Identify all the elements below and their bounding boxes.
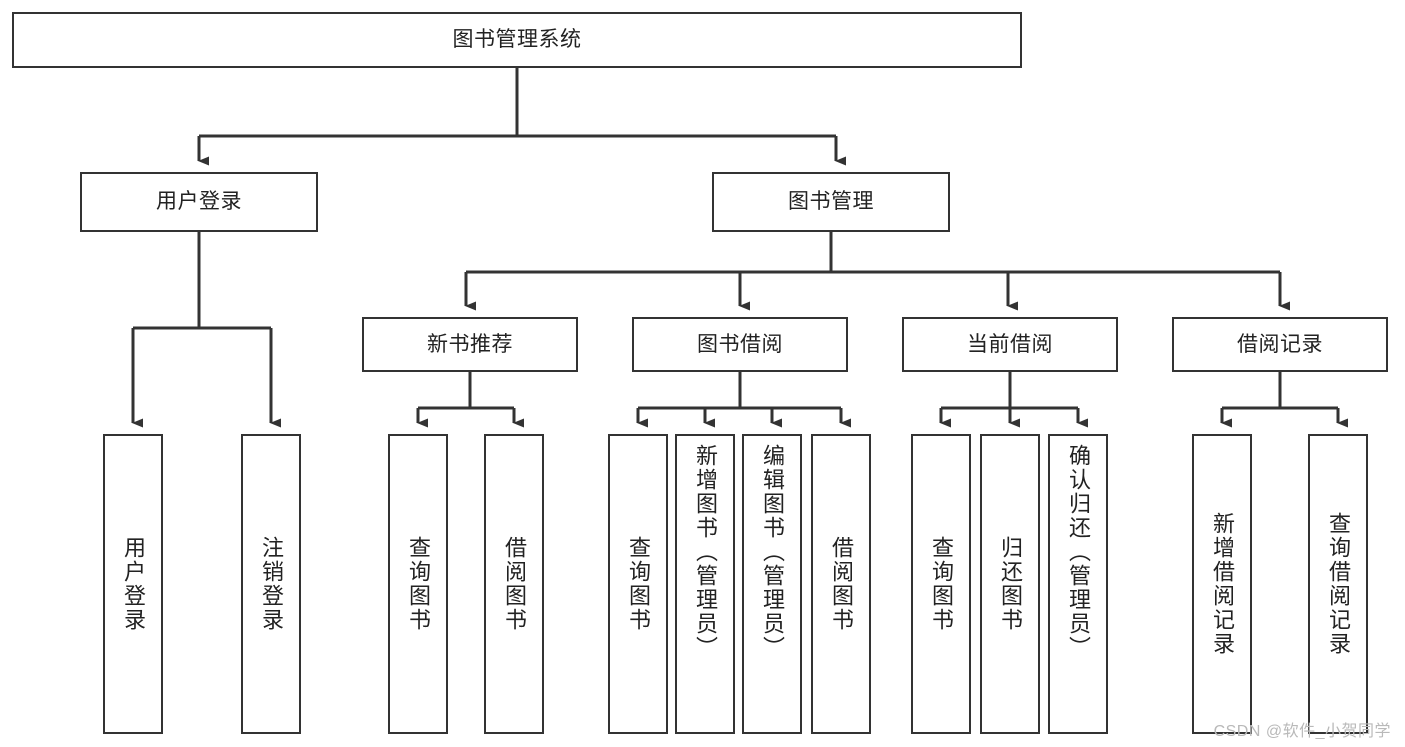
node-borrow-borrow-book[interactable]: 借阅图书 (811, 434, 871, 734)
node-borrow-query-book[interactable]: 查询图书 (608, 434, 668, 734)
node-current-borrow-label: 当前借阅 (967, 332, 1053, 356)
node-cur-confirm-return[interactable]: 确认归还（管理员） (1048, 434, 1108, 734)
node-cur-query-book-label: 查询图书 (929, 536, 954, 632)
node-book-management-branch[interactable]: 图书管理 (712, 172, 950, 232)
node-book-management-branch-label: 图书管理 (788, 190, 874, 214)
node-new-book-recommend-label: 新书推荐 (427, 332, 513, 356)
node-borrow-edit-book-label: 编辑图书（管理员） (760, 444, 785, 660)
node-cur-return-book-label: 归还图书 (998, 536, 1023, 632)
node-rec-add-record-label: 新增借阅记录 (1210, 512, 1235, 656)
node-user-login-leaf-label: 用户登录 (121, 536, 146, 632)
node-borrow-add-book[interactable]: 新增图书（管理员） (675, 434, 735, 734)
node-borrow-query-book-label: 查询图书 (626, 536, 651, 632)
node-borrow-borrow-book-label: 借阅图书 (829, 536, 854, 632)
node-rec-borrow-book[interactable]: 借阅图书 (484, 434, 544, 734)
node-cur-return-book[interactable]: 归还图书 (980, 434, 1040, 734)
node-borrow-edit-book[interactable]: 编辑图书（管理员） (742, 434, 802, 734)
node-rec-add-record[interactable]: 新增借阅记录 (1192, 434, 1252, 734)
node-new-book-recommend[interactable]: 新书推荐 (362, 317, 578, 372)
node-rec-query-record[interactable]: 查询借阅记录 (1308, 434, 1368, 734)
node-current-borrow[interactable]: 当前借阅 (902, 317, 1118, 372)
node-rec-borrow-book-label: 借阅图书 (502, 536, 527, 632)
node-borrow-add-book-label: 新增图书（管理员） (693, 444, 718, 660)
node-rec-query-record-label: 查询借阅记录 (1326, 512, 1351, 656)
node-borrow-record-label: 借阅记录 (1237, 332, 1323, 356)
node-cur-query-book[interactable]: 查询图书 (911, 434, 971, 734)
node-logout-leaf[interactable]: 注销登录 (241, 434, 301, 734)
node-book-borrow[interactable]: 图书借阅 (632, 317, 848, 372)
node-user-login-branch[interactable]: 用户登录 (80, 172, 318, 232)
node-cur-confirm-return-label: 确认归还（管理员） (1066, 444, 1091, 660)
node-borrow-record[interactable]: 借阅记录 (1172, 317, 1388, 372)
node-rec-query-book-label: 查询图书 (406, 536, 431, 632)
node-book-borrow-label: 图书借阅 (697, 332, 783, 356)
node-user-login-branch-label: 用户登录 (156, 190, 242, 214)
node-logout-leaf-label: 注销登录 (259, 536, 284, 632)
node-user-login-leaf[interactable]: 用户登录 (103, 434, 163, 734)
node-root-label: 图书管理系统 (452, 28, 582, 52)
node-root[interactable]: 图书管理系统 (12, 12, 1022, 68)
node-rec-query-book[interactable]: 查询图书 (388, 434, 448, 734)
